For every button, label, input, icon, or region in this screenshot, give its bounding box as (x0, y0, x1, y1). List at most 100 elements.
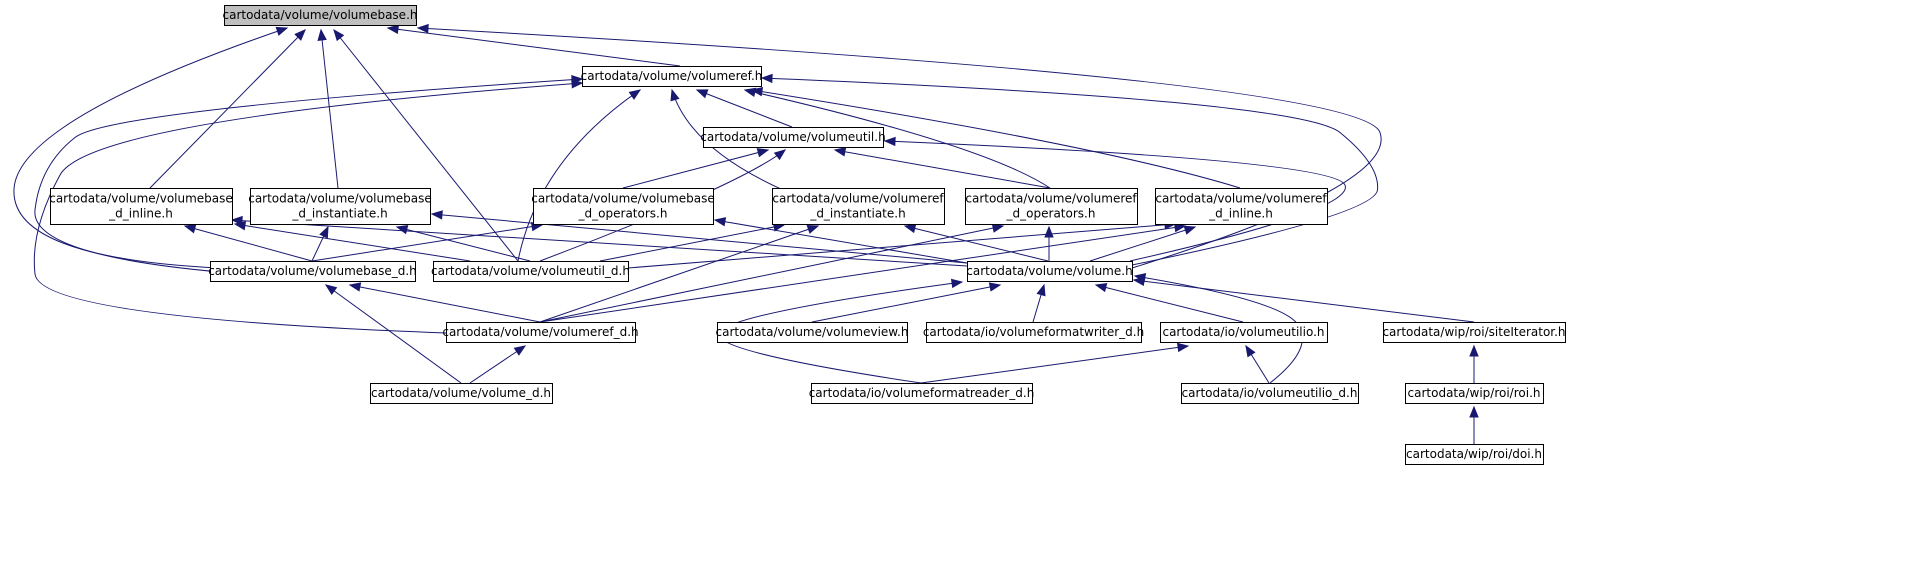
edge-line (349, 284, 541, 323)
edge-line (517, 89, 641, 262)
node-volumeutilio-d-h[interactable]: cartodata/io/volumeutilio_d.h (1181, 383, 1359, 404)
arrow-head-icon (319, 225, 329, 239)
node-box (967, 261, 1133, 282)
edge-volumeref_h-to-volumebase_h (386, 24, 681, 67)
edge-line (396, 226, 531, 262)
arrow-head-icon (695, 89, 709, 99)
node-box (926, 322, 1142, 343)
edge-volumeutil_d_h-to-volumeref_d_inline_h (627, 220, 1177, 269)
edge-line (751, 89, 1241, 189)
edge-volume_h-to-volumebase_h (416, 23, 1382, 269)
node-volumeformatreader-d-h[interactable]: cartodata/io/volumeformatreader_d.h (809, 383, 1035, 404)
edge-volumeutilio_d_h-to-volumeutilio_h (1245, 344, 1270, 384)
node-roi-h[interactable]: cartodata/wip/roi/roi.h (1405, 383, 1544, 404)
edge-volume_h-to-volumeref_h (760, 73, 1379, 266)
arrow-head-icon (386, 24, 400, 35)
arrow-head-icon (230, 215, 243, 226)
edge-line (13, 27, 288, 269)
node-box (811, 383, 1033, 404)
edge-volumeutil_d_h-to-volumebase_d_instantiate_h (395, 225, 531, 262)
arrow-head-icon (1133, 273, 1147, 283)
node-box (50, 188, 233, 225)
edge-line (1095, 284, 1244, 323)
node-siteIterator-h[interactable]: cartodata/wip/roi/siteIterator.h (1382, 322, 1566, 343)
edge-volumebase_d_inline_h-to-volumebase_h (149, 29, 306, 189)
edge-volume_h-to-volumebase_d_instantiate_h (430, 210, 968, 264)
edge-volumeutil_d_h-to-volumeref_h (517, 89, 642, 262)
node-box (1181, 383, 1359, 404)
edge-volumeview_h-to-volume_h (811, 282, 1002, 323)
edge-line (884, 140, 1346, 262)
node-volumeutilio-h[interactable]: cartodata/io/volumeutilio.h (1160, 322, 1328, 343)
edge-volumeref_d_operators_h-to-volumeutil_h (833, 147, 1051, 189)
node-volumebase-d-instantiate-h[interactable]: cartodata/volume/volumebase_d_instantiat… (248, 188, 432, 225)
edge-volumeutil_d_h-to-volumebase_h (333, 28, 519, 262)
node-box (717, 322, 908, 343)
node-volumeref-d-inline-h[interactable]: cartodata/volume/volumeref_d_inline.h (1155, 188, 1328, 225)
arrow-head-icon (903, 223, 917, 234)
node-volumeref-d-operators-h[interactable]: cartodata/volume/volumeref_d_operators.h (965, 188, 1138, 225)
arrow-head-icon (628, 89, 642, 100)
edge-volumebase_d_h-to-volumebase_d_inline_h (183, 224, 313, 262)
edge-volumeutilio_h-to-volume_h (1094, 282, 1244, 323)
edge-line (231, 219, 968, 267)
edge-line (627, 223, 1176, 269)
node-box (210, 261, 416, 282)
arrow-head-icon (275, 26, 289, 36)
edge-line (904, 225, 1049, 262)
node-doi-h[interactable]: cartodata/wip/roi/doi.h (1405, 444, 1544, 465)
node-label: _d_operators.h (578, 207, 668, 221)
node-label: cartodata/volume/volumeutil.h (700, 130, 885, 144)
edge-line (811, 284, 1001, 323)
edge-line (184, 225, 313, 262)
edge-volumeutilio_d_h-to-volume_h (1133, 273, 1303, 384)
node-label: cartodata/wip/roi/siteIterator.h (1382, 325, 1565, 339)
edge-line (325, 284, 462, 384)
edge-doi_h-to-roi_h (1469, 405, 1479, 444)
arrow-head-icon (333, 28, 345, 42)
node-label: cartodata/volume/volumeref (772, 192, 944, 206)
node-volumeref-h[interactable]: cartodata/volume/volumeref.h (581, 66, 763, 87)
node-volume-d-h[interactable]: cartodata/volume/volume_d.h (370, 383, 553, 404)
node-label: cartodata/io/volumeformatreader_d.h (809, 386, 1035, 400)
node-volumeview-h[interactable]: cartodata/volume/volumeview.h (716, 322, 909, 343)
node-box (582, 66, 762, 87)
edge-line (33, 82, 583, 334)
node-volumeref-d-instantiate-h[interactable]: cartodata/volume/volumeref_d_instantiate… (772, 188, 945, 225)
node-volumeformatwriter-d-h[interactable]: cartodata/io/volumeformatwriter_d.h (923, 322, 1144, 343)
node-box (1383, 322, 1566, 343)
node-volumeref-d-h[interactable]: cartodata/volume/volumeref_d.h (442, 322, 639, 343)
edge-volume_h-to-volumeref_d_operators_h (1044, 225, 1054, 261)
node-label: cartodata/wip/roi/doi.h (1406, 447, 1542, 461)
arrow-head-icon (806, 224, 820, 234)
arrow-head-icon (395, 225, 409, 235)
arrow-head-icon (833, 147, 847, 157)
node-box (250, 188, 431, 225)
edge-volumebase_d_h-to-volumebase_h (13, 26, 289, 269)
node-label: _d_operators.h (1006, 207, 1096, 221)
edge-line (761, 77, 1379, 266)
node-volumeutil-d-h[interactable]: cartodata/volume/volumeutil_d.h (431, 261, 630, 282)
node-volumebase-d-h[interactable]: cartodata/volume/volumebase_d.h (208, 261, 417, 282)
edge-line (431, 213, 968, 264)
edge-line (417, 27, 1382, 269)
edge-line (1134, 275, 1303, 384)
node-box (224, 5, 417, 26)
arrow-head-icon (750, 86, 764, 97)
edge-line (311, 224, 543, 262)
edge-volumeref_d_h-to-volumeref_d_operators_h (539, 223, 1005, 323)
node-volume-h[interactable]: cartodata/volume/volume.h (966, 261, 1133, 282)
arrow-head-icon (430, 210, 443, 220)
edge-volumeref_d_h-to-volumeref_d_instantiate_h (539, 224, 820, 323)
node-box (1405, 444, 1544, 465)
arrow-head-icon (991, 223, 1005, 233)
node-label: cartodata/volume/volumeview.h (716, 325, 909, 339)
node-label: _d_instantiate.h (291, 207, 387, 221)
node-volumebase-h[interactable]: cartodata/volume/volumebase.h (223, 5, 418, 26)
arrow-head-icon (1044, 225, 1054, 238)
edge-line (539, 225, 819, 323)
node-volumebase-d-operators-h[interactable]: cartodata/volume/volumebase_d_operators.… (531, 188, 715, 225)
node-volumeutil-h[interactable]: cartodata/volume/volumeutil.h (700, 127, 886, 148)
edge-line (333, 29, 519, 262)
node-volumebase-d-inline-h[interactable]: cartodata/volume/volumebase_d_inline.h (49, 188, 233, 225)
